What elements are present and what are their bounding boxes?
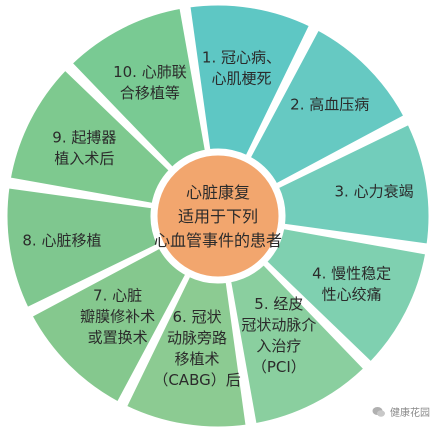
segment-9-label-line: 9. 起搏器: [52, 128, 116, 146]
segment-5-label-line: （PCI）: [252, 358, 306, 376]
segment-5-label-line: 5. 经皮: [254, 295, 303, 313]
segment-4-label: 4. 慢性稳定性心绞痛: [312, 265, 391, 304]
segment-10-label: 10. 心肺联合移植等: [113, 63, 187, 102]
segment-5-label-line: 冠状动脉介: [241, 316, 316, 334]
segment-7-label-line: 7. 心脏: [93, 286, 142, 304]
segment-6-label-line: （CABG）后: [153, 371, 240, 389]
segment-5-label-line: 入治疗: [256, 337, 301, 355]
watermark: 健康花园: [372, 404, 430, 419]
segment-3-label: 3. 心力衰竭: [335, 182, 414, 200]
segment-8-label: 8. 心脏移植: [22, 232, 101, 250]
segment-7-label-line: 瓣膜修补术: [80, 307, 155, 325]
segment-4-label-line: 4. 慢性稳定: [312, 265, 391, 283]
segment-1: [187, 2, 313, 159]
segment-7-label: 7. 心脏瓣膜修补术或置换术: [80, 286, 155, 346]
segment-7: [28, 245, 189, 406]
segment-10-label-line: 10. 心肺联: [113, 63, 187, 81]
segment-5-label: 5. 经皮冠状动脉介入治疗 （PCI）: [241, 295, 316, 376]
segment-6-label-line: 6. 冠状: [172, 308, 221, 326]
segment-9-label-line: 植入术后: [54, 149, 114, 167]
segment-6-label: 6. 冠状动脉旁路移植术 （CABG）后: [153, 308, 240, 389]
wechat-icon: [372, 405, 386, 419]
center-label-line: 心脏康复: [186, 183, 250, 202]
segment-8-label-line: 8. 心脏移植: [22, 232, 101, 250]
watermark-text: 健康花园: [390, 408, 430, 419]
segment-2: [247, 26, 408, 187]
segment-1-label: 1. 冠心病、心肌梗死: [202, 48, 281, 87]
segment-9-label: 9. 起搏器植入术后: [52, 128, 116, 167]
segment-10-label-line: 合移植等: [120, 84, 180, 102]
segment-6: [123, 273, 249, 430]
segment-7-label-line: 或置换术: [88, 328, 148, 346]
segment-10: [68, 5, 209, 171]
segment-2-label-line: 2. 高血压病: [290, 95, 369, 113]
segment-3: [275, 121, 432, 247]
segment-5: [227, 261, 368, 427]
segment-6-label-line: 移植术: [175, 350, 220, 368]
segment-1-label-line: 心肌梗死: [211, 69, 271, 87]
segment-6-label-line: 动脉旁路: [167, 329, 227, 347]
center-label-line: 适用于下列: [178, 207, 258, 226]
segment-2-label: 2. 高血压病: [290, 95, 369, 113]
segment-4: [263, 225, 429, 366]
segment-8: [4, 185, 161, 311]
segment-9: [7, 66, 173, 207]
segment-1-label-line: 1. 冠心病、: [202, 48, 281, 66]
segment-4-label-line: 性心绞痛: [322, 286, 382, 304]
center-circle: [154, 152, 282, 280]
center-label: 心脏康复适用于下列心血管事件的患者: [154, 183, 282, 250]
segment-3-label-line: 3. 心力衰竭: [335, 182, 414, 200]
center-label-line: 心血管事件的患者: [154, 231, 282, 250]
